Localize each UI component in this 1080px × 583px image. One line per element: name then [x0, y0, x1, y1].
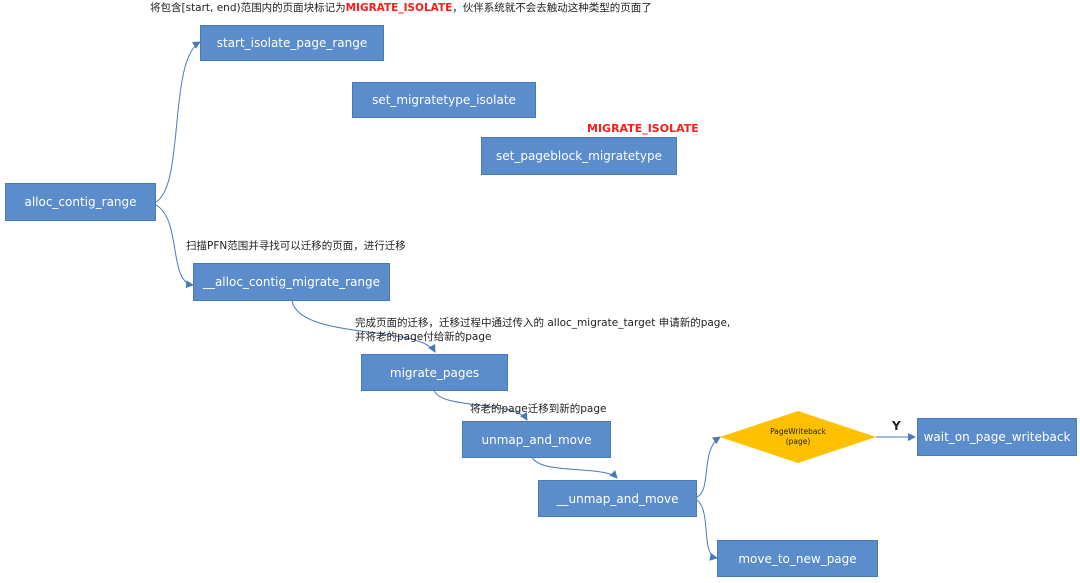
complete-migration-note-line1: 完成页面的迁移，迁移过程中通过传入的 alloc_migrate_target …	[355, 317, 731, 329]
isolate-range-note-suffix: ，伙伴系统就不会去触动这种类型的页面了	[452, 2, 652, 14]
connector-to-move-to-new-page	[696, 499, 718, 561]
set-pageblock-migratetype-box[interactable]: set_pageblock_migratetype	[481, 137, 677, 175]
connector-to-alloc-contig-migrate	[155, 204, 194, 289]
connector-to-inner-unmap	[531, 456, 618, 479]
set-migratetype-isolate-box[interactable]: set_migratetype_isolate	[352, 82, 536, 118]
complete-migration-note: 完成页面的迁移，迁移过程中通过传入的 alloc_migrate_target …	[355, 316, 730, 344]
unmap-and-move-box[interactable]: unmap_and_move	[462, 421, 611, 458]
decision-label: PageWriteback (page)	[753, 427, 843, 447]
migrate-pages-box[interactable]: migrate_pages	[361, 354, 508, 391]
move-old-page-note: 将老的page迁移到新的page	[470, 403, 607, 415]
decision-label-line1: PageWriteback	[770, 427, 826, 436]
isolate-range-note-highlight: MIGRATE_ISOLATE	[345, 2, 453, 14]
scan-pfn-note: 扫描PFN范围并寻找可以迁移的页面，进行迁移	[186, 240, 406, 252]
decision-diamond	[720, 411, 876, 463]
alloc-contig-migrate-range-box[interactable]: __alloc_contig_migrate_range	[193, 263, 390, 301]
start-isolate-page-range-box[interactable]: start_isolate_page_range	[200, 25, 384, 61]
yes-branch-label: Y	[892, 419, 901, 433]
connector-to-decision	[696, 436, 721, 498]
wait-on-page-writeback-box[interactable]: wait_on_page_writeback	[917, 418, 1077, 456]
inner-unmap-and-move-box[interactable]: __unmap_and_move	[538, 480, 697, 517]
alloc-contig-range-box[interactable]: alloc_contig_range	[5, 183, 156, 221]
connector-to-migrate-pages	[291, 300, 436, 353]
connector-to-start-isolate	[155, 41, 201, 203]
isolate-range-note: 将包含[start, end)范围内的页面块标记为MIGRATE_ISOLATE…	[150, 1, 652, 15]
complete-migration-note-line2: 并将老的page付给新的page	[355, 331, 492, 343]
isolate-range-note-prefix: 将包含[start, end)范围内的页面块标记为	[150, 2, 346, 14]
move-to-new-page-box[interactable]: move_to_new_page	[717, 540, 878, 577]
decision-label-line2: (page)	[785, 437, 811, 446]
migrate-isolate-tag: MIGRATE_ISOLATE	[587, 122, 699, 135]
connector-to-unmap-and-move	[433, 389, 528, 421]
